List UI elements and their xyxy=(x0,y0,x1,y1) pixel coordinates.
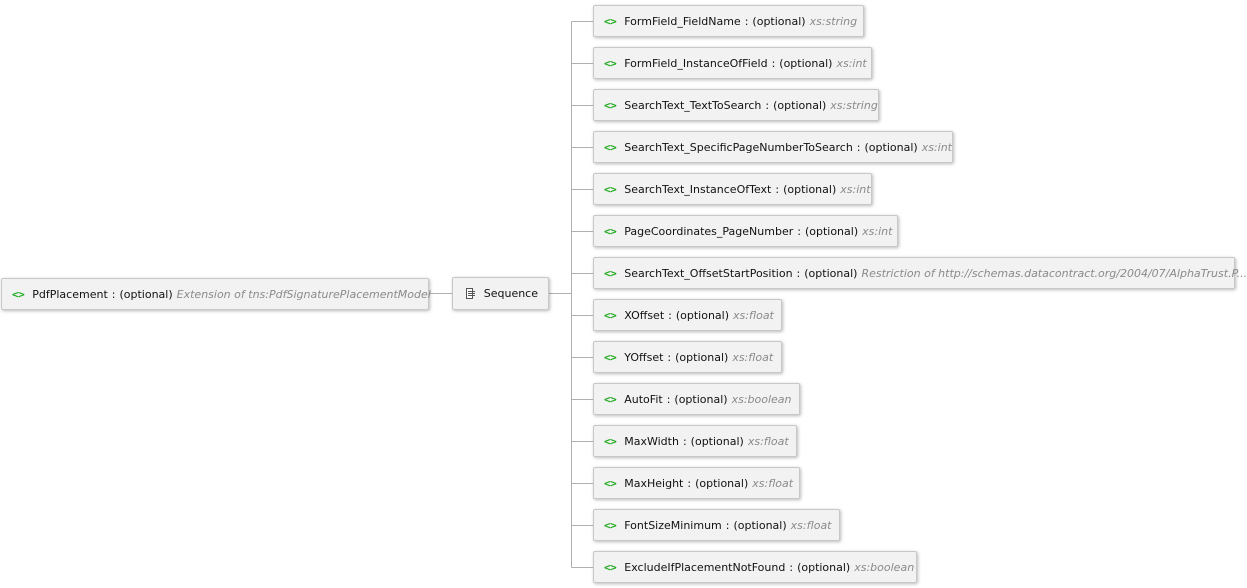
child-element-occurrence: (optional) xyxy=(733,518,787,532)
child-element-separator: : xyxy=(667,350,672,364)
child-element-separator: : xyxy=(687,476,692,490)
element-icon: <> xyxy=(604,518,617,532)
child-element-occurrence: (optional) xyxy=(752,14,806,28)
child-element-occurrence: (optional) xyxy=(804,224,859,238)
element-icon: <> xyxy=(604,266,617,280)
child-element-name: SearchText_SpecificPageNumberToSearch xyxy=(624,140,853,154)
child-element-occurrence: (optional) xyxy=(797,560,851,574)
child-element-occurrence: (optional) xyxy=(690,434,744,448)
sequence-icon xyxy=(466,288,475,299)
child-element-node[interactable]: <> PageCoordinates_PageNumber:(optional)x… xyxy=(593,215,898,247)
child-element-node[interactable]: <> SearchText_InstanceOfText:(optional)xs… xyxy=(593,173,872,205)
child-element-name: MaxWidth xyxy=(624,434,679,448)
element-icon: <> xyxy=(604,434,617,448)
child-element-occurrence: (optional) xyxy=(864,140,918,154)
child-element-type: xs:boolean xyxy=(731,392,792,406)
child-element-separator: : xyxy=(771,56,776,70)
child-element-separator: : xyxy=(775,182,780,196)
child-element-node[interactable]: <> MaxHeight:(optional)xs:float xyxy=(593,467,800,499)
child-element-separator: : xyxy=(682,434,687,448)
child-element-separator: : xyxy=(796,266,801,280)
child-element-node[interactable]: <> SearchText_OffsetStartPosition:(option… xyxy=(593,257,1247,289)
root-element-node[interactable]: <> PdfPlacement : (optional) Extension o… xyxy=(1,278,431,310)
child-element-separator: : xyxy=(856,140,861,154)
child-element-name: XOffset xyxy=(624,308,665,322)
child-element-type: xs:string xyxy=(809,14,858,28)
child-element-occurrence: (optional) xyxy=(675,350,729,364)
child-element-occurrence: (optional) xyxy=(675,308,730,322)
child-element-type: xs:boolean xyxy=(854,560,915,574)
child-element-occurrence: (optional) xyxy=(783,182,837,196)
child-element-occurrence: (optional) xyxy=(674,392,728,406)
child-element-node[interactable]: <> XOffset:(optional)xs:float xyxy=(593,299,782,331)
element-icon: <> xyxy=(604,476,617,490)
child-element-type: xs:float xyxy=(752,476,794,490)
child-element-type: xs:string xyxy=(830,98,878,112)
child-element-type: xs:float xyxy=(732,350,774,364)
child-element-name: FormField_InstanceOfField xyxy=(624,56,768,70)
child-element-separator: : xyxy=(797,224,801,238)
child-element-node[interactable]: <> FormField_InstanceOfField:(optional)xs… xyxy=(593,47,872,79)
child-element-type: xs:float xyxy=(747,434,789,448)
child-element-separator: : xyxy=(666,392,671,406)
child-element-type: xs:int xyxy=(862,224,893,238)
child-element-name: PageCoordinates_PageNumber xyxy=(624,224,794,238)
child-element-occurrence: (optional) xyxy=(773,98,827,112)
child-element-name: AutoFit xyxy=(624,392,663,406)
child-element-name: SearchText_OffsetStartPosition xyxy=(624,266,793,280)
child-element-node[interactable]: <> SearchText_TextToSearch:(optional)xs:s… xyxy=(593,89,879,121)
element-icon: <> xyxy=(604,140,617,154)
element-icon: <> xyxy=(604,224,617,238)
child-element-node[interactable]: <> YOffset:(optional)xs:float xyxy=(593,341,782,373)
child-element-node[interactable]: <> FontSizeMinimum:(optional)xs:float xyxy=(593,509,840,541)
element-icon: <> xyxy=(604,182,617,196)
child-element-type: xs:int xyxy=(836,56,867,70)
child-element-node[interactable]: <> FormField_FieldName:(optional)xs:strin… xyxy=(593,5,864,37)
child-element-separator: : xyxy=(744,14,749,28)
element-icon: <> xyxy=(604,14,617,28)
child-element-name: MaxHeight xyxy=(624,476,684,490)
child-element-separator: : xyxy=(765,98,770,112)
child-element-type: xs:float xyxy=(790,518,832,532)
child-element-name: FormField_FieldName xyxy=(624,14,741,28)
child-element-separator: : xyxy=(668,308,672,322)
root-element-type: Extension of tns:PdfSignaturePlacementMo… xyxy=(176,287,431,301)
child-element-separator: : xyxy=(725,518,730,532)
child-element-separator: : xyxy=(789,560,794,574)
child-element-name: FontSizeMinimum xyxy=(624,518,722,532)
element-icon: <> xyxy=(604,350,617,364)
element-icon: <> xyxy=(604,56,617,70)
child-element-name: SearchText_TextToSearch xyxy=(624,98,762,112)
child-element-type: xs:float xyxy=(733,308,774,322)
sequence-label: Sequence xyxy=(483,287,538,300)
root-element-separator: : xyxy=(111,287,116,301)
child-element-node[interactable]: <> SearchText_SpecificPageNumberToSearch:… xyxy=(593,131,953,163)
root-element-occurrence: (optional) xyxy=(119,287,173,301)
element-icon: <> xyxy=(12,287,25,301)
child-element-name: ExcludeIfPlacementNotFound xyxy=(624,560,786,574)
root-element-name: PdfPlacement xyxy=(32,287,108,301)
element-icon: <> xyxy=(604,308,617,322)
child-element-occurrence: (optional) xyxy=(695,476,749,490)
child-element-type: xs:int xyxy=(840,182,871,196)
child-element-name: YOffset xyxy=(624,350,664,364)
child-element-node[interactable]: <> MaxWidth:(optional)xs:float xyxy=(593,425,797,457)
child-element-node[interactable]: <> AutoFit:(optional)xs:boolean xyxy=(593,383,800,415)
child-element-occurrence: (optional) xyxy=(804,266,858,280)
child-element-type: Restriction of http://schemas.datacontra… xyxy=(861,266,1247,280)
child-element-name: SearchText_InstanceOfText xyxy=(624,182,772,196)
sequence-node[interactable]: Sequence xyxy=(452,277,549,310)
child-element-type: xs:int xyxy=(921,140,952,154)
element-icon: <> xyxy=(604,392,617,406)
child-element-node[interactable]: <> ExcludeIfPlacementNotFound:(optional)x… xyxy=(593,551,917,583)
child-element-occurrence: (optional) xyxy=(779,56,833,70)
element-icon: <> xyxy=(604,560,617,574)
element-icon: <> xyxy=(604,98,617,112)
